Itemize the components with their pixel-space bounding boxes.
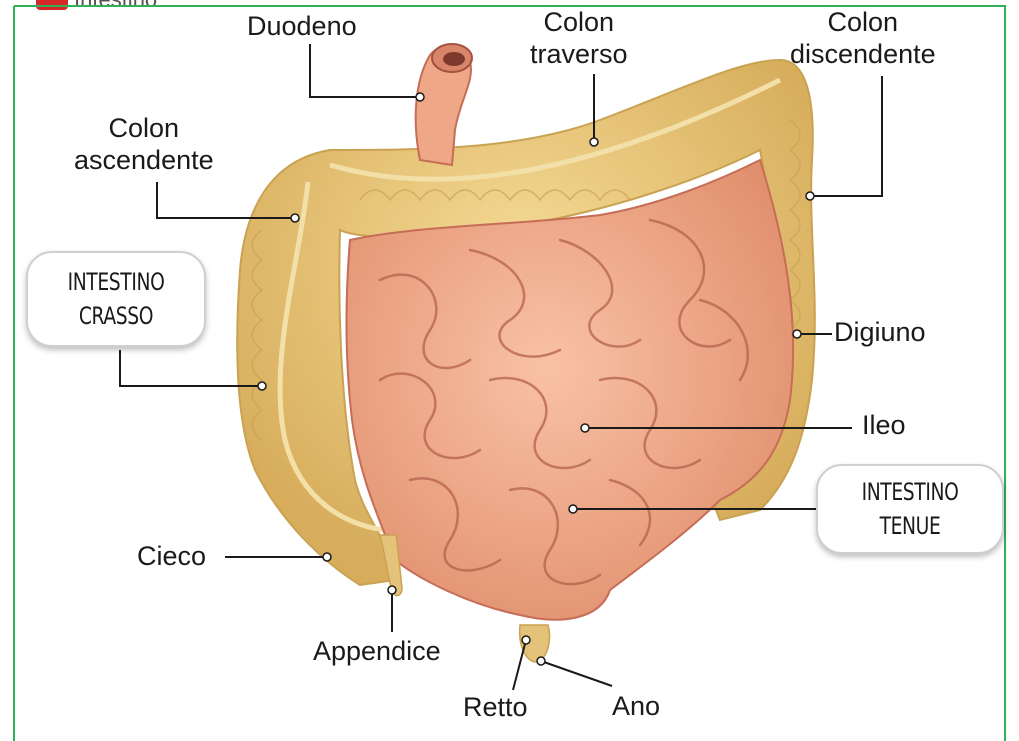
badge-intestino-tenue: INTESTINO TENUE [816,464,1004,554]
leader-ano [541,661,612,686]
label-retto: Retto [463,691,528,723]
label-digiuno: Digiuno [834,316,926,348]
label-colon-traverso: Colon traverso [530,6,628,70]
label-cieco: Cieco [137,540,206,572]
leader-colon-discendente [810,76,882,196]
label-colon-discendente: Colon discendente [790,6,936,70]
leader-retto [513,640,526,690]
leader-duodeno [310,44,420,97]
label-ileo: Ileo [862,409,906,441]
label-duodeno: Duodeno [247,10,357,42]
label-appendice: Appendice [313,635,441,667]
label-colon-ascendente: Colon ascendente [74,112,214,176]
label-ano: Ano [612,690,660,722]
badge-intestino-crasso: INTESTINO CRASSO [26,251,206,347]
